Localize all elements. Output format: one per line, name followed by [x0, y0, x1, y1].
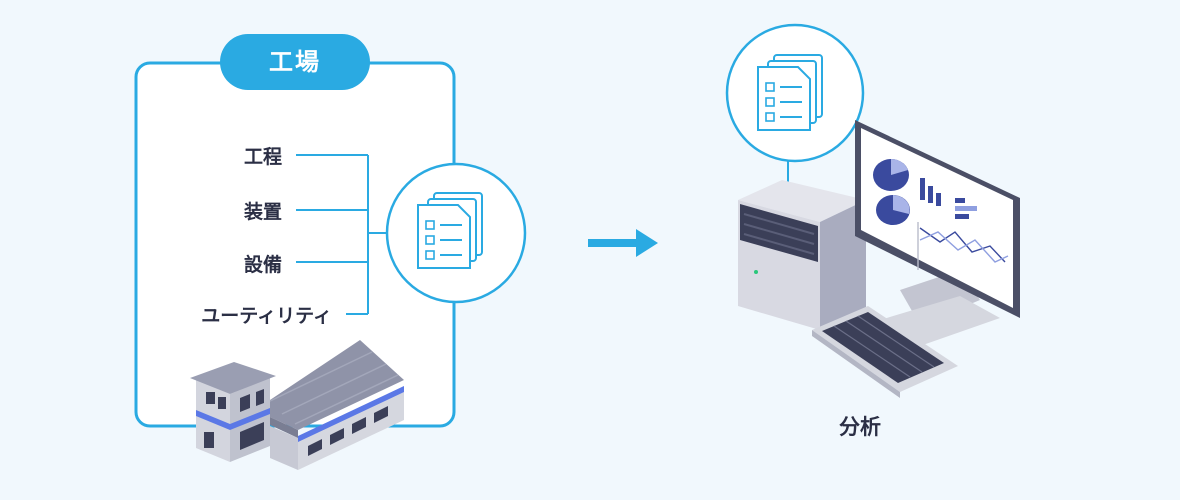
- source-item-process: 工程: [243, 146, 282, 168]
- document-stack-icon: [385, 162, 527, 304]
- keyboard-icon: [812, 306, 958, 398]
- analysis-label: 分析: [839, 415, 881, 439]
- factory-title-pill: [220, 34, 370, 90]
- factory-building-icon: [190, 340, 404, 470]
- arrow-right-icon: [588, 229, 658, 257]
- monitor: [855, 120, 1020, 346]
- pie-chart-icon: [873, 159, 910, 225]
- bar-chart-icon: [920, 178, 977, 219]
- connector-lines: [296, 154, 387, 315]
- source-item-utility: ユーティリティ: [201, 305, 332, 327]
- analysis-document-stack-icon: [725, 23, 865, 163]
- desktop-computer-icon: [738, 180, 866, 330]
- source-item-facility: 設備: [243, 254, 282, 276]
- source-item-equipment: 装置: [243, 201, 282, 223]
- factory-title: 工場: [269, 48, 321, 76]
- line-chart-icon: [917, 222, 1009, 270]
